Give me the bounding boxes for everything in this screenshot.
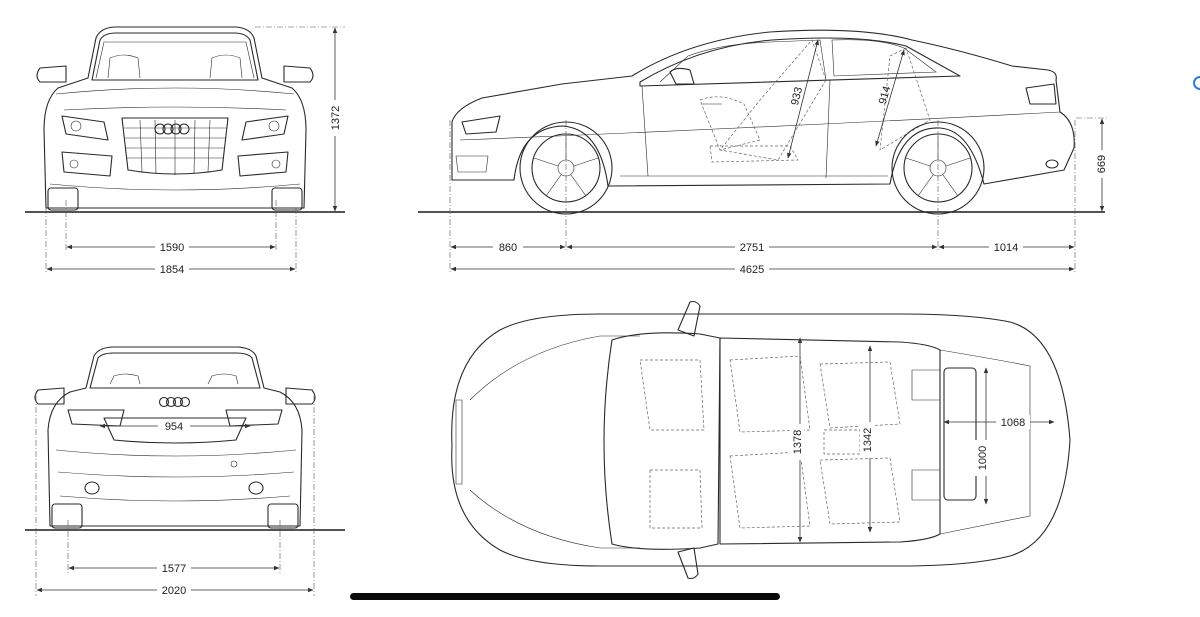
label-width: 1854 (160, 264, 184, 276)
label-rear-ground-height: 669 (1096, 155, 1108, 173)
label-rear-shoulder-width: 1342 (862, 428, 874, 452)
home-indicator-bar[interactable] (350, 593, 780, 600)
label-rear-opening: 914 (877, 85, 894, 106)
top-view (451, 300, 1071, 580)
label-height: 1372 (330, 106, 342, 130)
audi-rings-front (154, 123, 190, 135)
label-rear-window: 954 (165, 421, 183, 433)
label-width-mirrors: 2020 (162, 585, 186, 597)
front-view (25, 26, 345, 274)
audi-rings-rear (158, 396, 191, 408)
side-view (418, 29, 1108, 272)
label-front-door-opening: 933 (789, 86, 805, 107)
rear-view (25, 346, 345, 596)
label-wheelbase: 2751 (740, 242, 764, 254)
label-rear-overhang: 1014 (994, 242, 1018, 254)
dimension-labels: 1590 1854 1372 860 2751 1014 4625 669 93… (155, 85, 1108, 597)
label-trunk-length: 1068 (1001, 417, 1025, 429)
partial-circle-icon (1193, 76, 1200, 90)
label-rear-track: 1577 (162, 563, 186, 575)
label-front-track: 1590 (160, 242, 184, 254)
label-length: 4625 (740, 264, 764, 276)
label-front-shoulder-width: 1378 (792, 430, 804, 454)
label-trunk-width: 1000 (977, 446, 989, 470)
label-front-overhang: 860 (499, 242, 517, 254)
